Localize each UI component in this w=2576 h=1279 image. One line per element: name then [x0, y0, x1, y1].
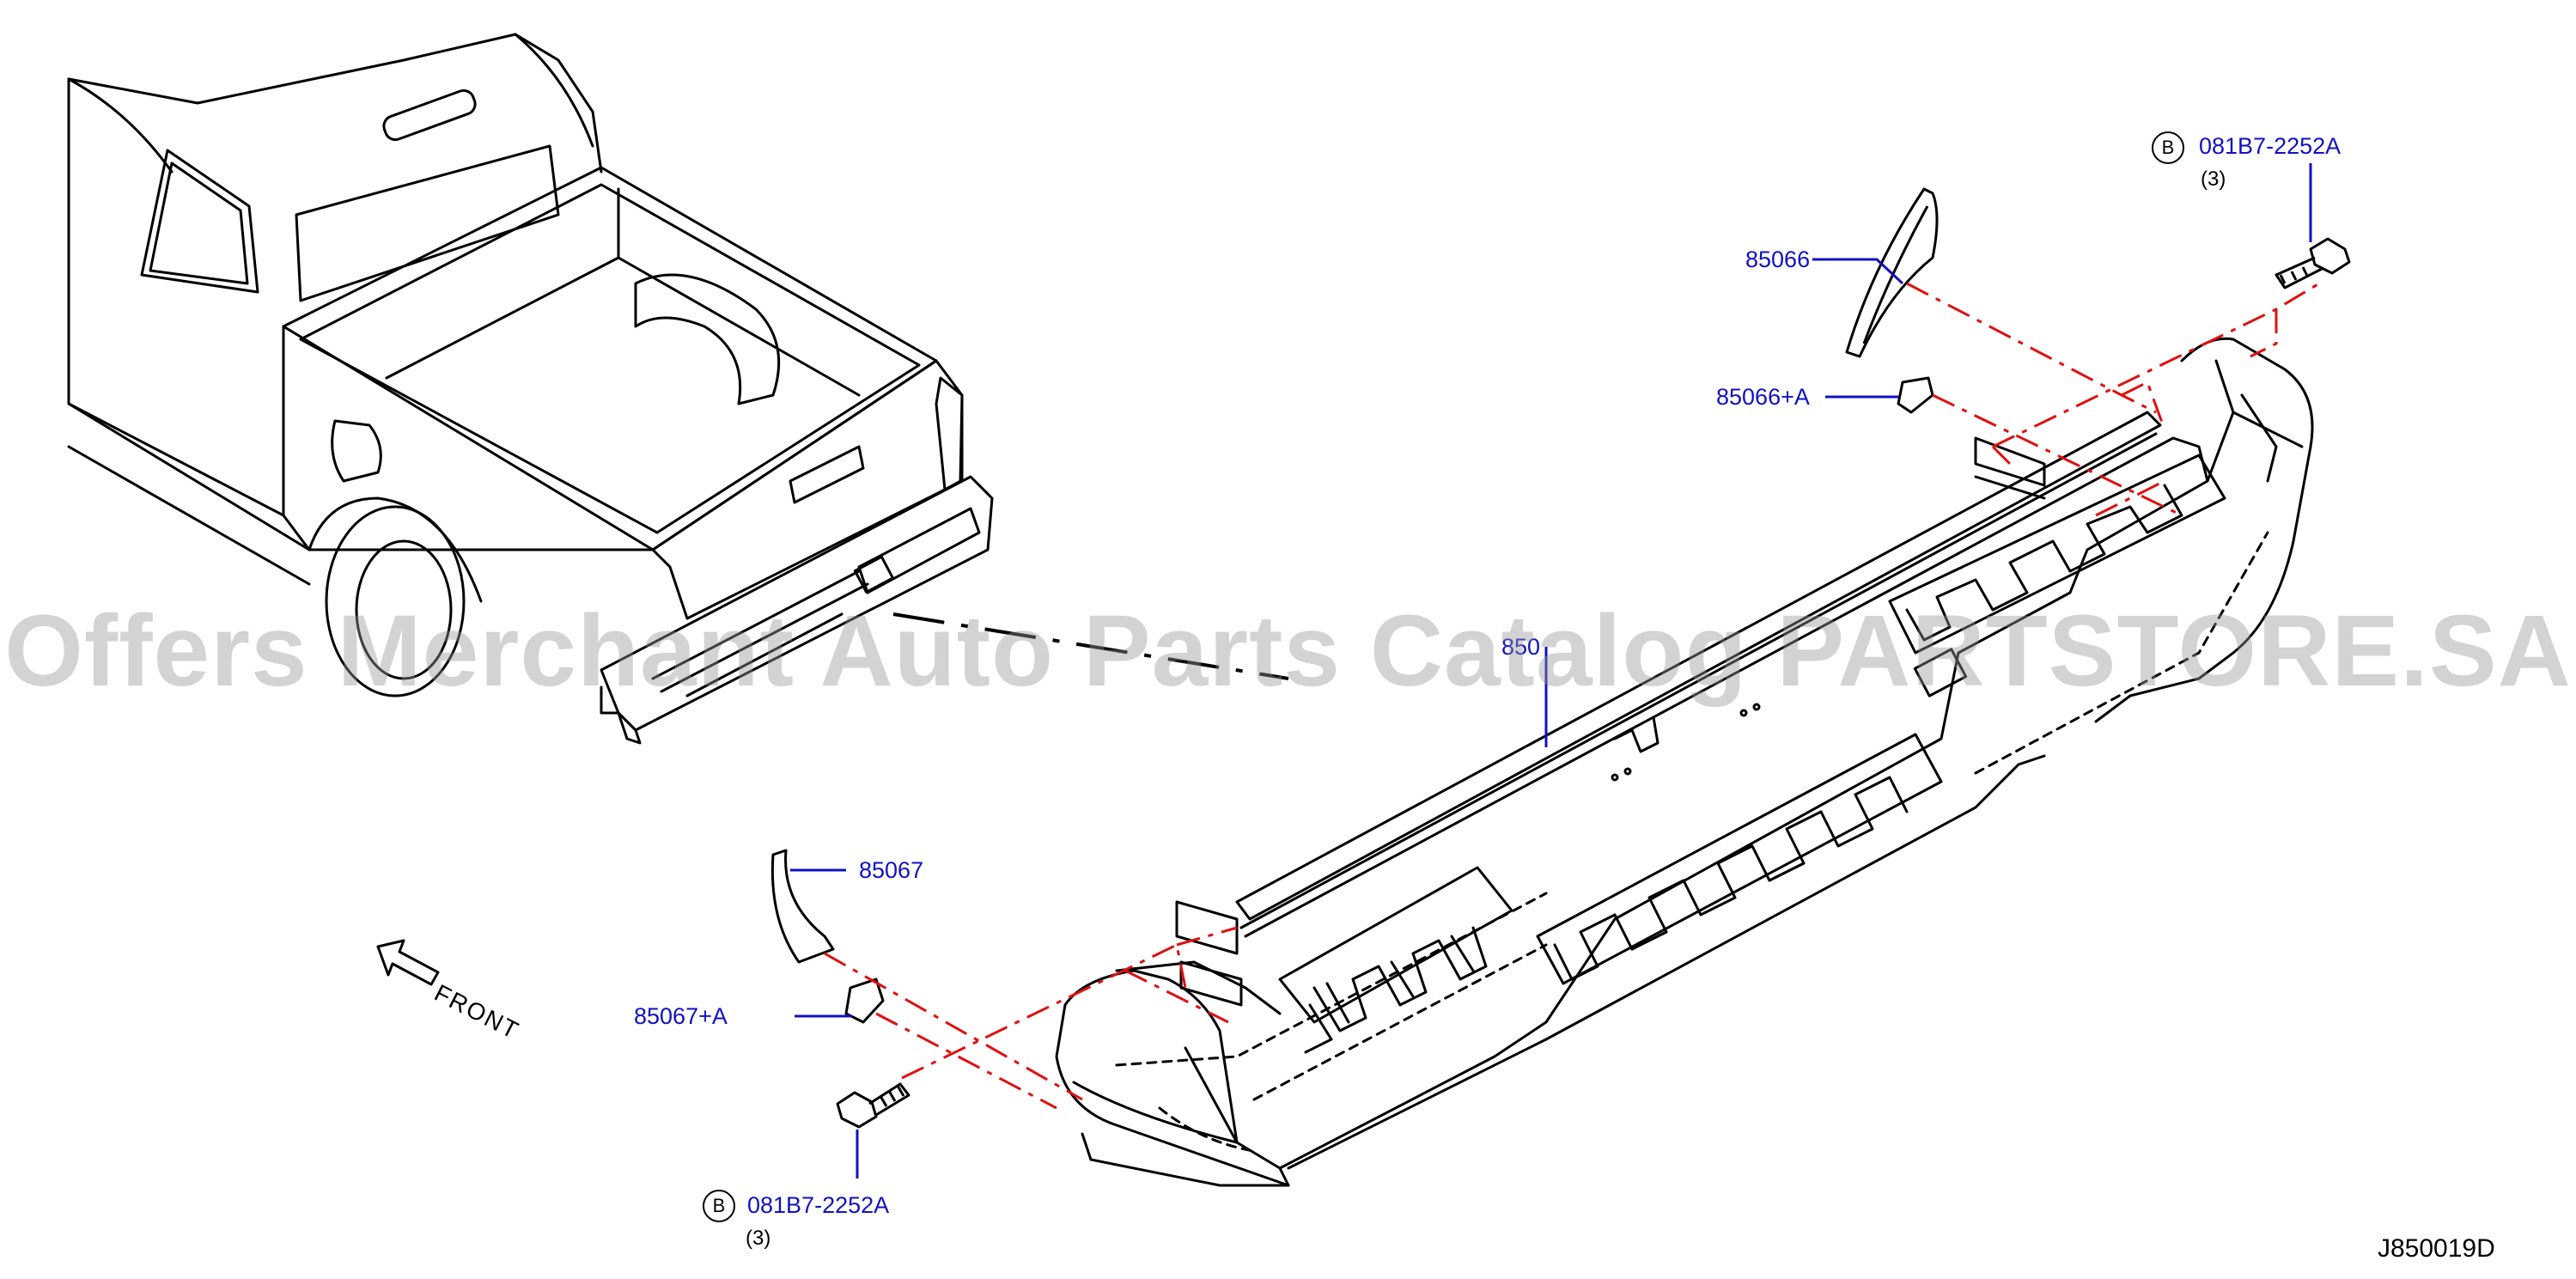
bolt-top-icon	[2275, 237, 2351, 289]
label-bolt-top-qty: (3)	[2201, 167, 2226, 191]
label-85066-a: 85066+A	[1716, 384, 1810, 410]
callout-b-bottom: B	[703, 1190, 735, 1222]
callout-b-top: B	[2152, 131, 2184, 164]
label-leader-lines	[790, 163, 2312, 1179]
label-850-main-bumper: 850	[1501, 634, 1541, 660]
view-pointer-line	[892, 612, 1289, 680]
label-bolt-top-part: 081B7-2252A	[2199, 133, 2342, 159]
label-bolt-bottom-part: 081B7-2252A	[747, 1192, 890, 1218]
label-bolt-bottom-qty: (3)	[746, 1227, 771, 1250]
front-arrow-icon	[376, 939, 440, 986]
truck-illustration	[67, 33, 994, 745]
assembly-leader-lines	[824, 282, 2320, 1110]
rear-bumper-assembly	[1055, 337, 2314, 1187]
bolt-bottom-icon	[836, 1082, 910, 1129]
label-85066: 85066	[1745, 247, 1811, 272]
label-85067: 85067	[859, 857, 924, 883]
label-85067-a: 85067+A	[634, 1003, 728, 1029]
diagram-code: J850019D	[2378, 1234, 2495, 1263]
part-85067-filler	[770, 849, 835, 964]
part-85066-a-clip	[1897, 376, 1934, 414]
watermark-text: Offers Merchant Auto Parts Catalog PARTS…	[4, 594, 2572, 708]
